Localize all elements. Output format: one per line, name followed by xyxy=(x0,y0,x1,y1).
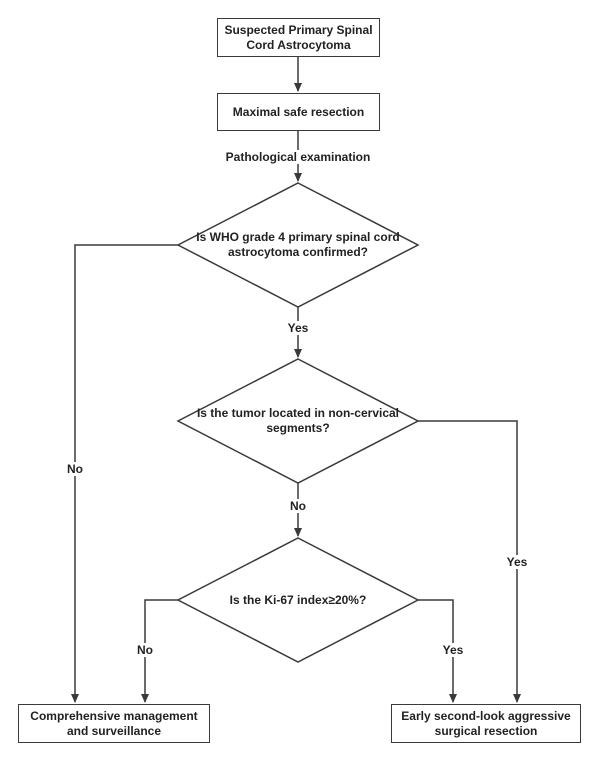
start-node-label: Suspected Primary Spinal Cord Astrocytom… xyxy=(224,22,373,52)
edge-label-d1-yes: Yes xyxy=(286,321,310,335)
diamond-d3-shape xyxy=(176,537,420,663)
arrow-d3-no xyxy=(141,599,178,703)
edge-label-pathology: Pathological examination xyxy=(224,150,372,164)
resection-node: Maximal safe resection xyxy=(217,93,380,131)
decision-who-grade-label: Is WHO grade 4 primary spinal cord astro… xyxy=(196,230,400,259)
decision-ki67-label: Is the Ki-67 index≥20%? xyxy=(229,592,367,607)
decision-non-cervical-label: Is the tumor located in non-cervical seg… xyxy=(196,406,400,435)
edge-label-d2-no: No xyxy=(289,499,307,513)
second-look-node: Early second-look aggressive surgical re… xyxy=(391,704,581,743)
arrow-d3-yes xyxy=(418,599,457,703)
management-node-label: Comprehensive management and surveillanc… xyxy=(30,708,198,738)
resection-node-label: Maximal safe resection xyxy=(232,104,365,119)
edge-label-d1-no: No xyxy=(66,462,84,476)
management-node: Comprehensive management and surveillanc… xyxy=(18,704,210,743)
arrow-d1-no xyxy=(71,244,178,703)
edge-label-d3-yes: Yes xyxy=(441,643,465,657)
second-look-node-label: Early second-look aggressive surgical re… xyxy=(401,708,571,738)
arrow-d2-yes xyxy=(418,420,521,703)
decision-who-grade: Is WHO grade 4 primary spinal cord astro… xyxy=(188,225,408,265)
decision-non-cervical: Is the tumor located in non-cervical seg… xyxy=(195,401,401,441)
edge-label-d3-no: No xyxy=(136,643,154,657)
edge-label-d2-yes: Yes xyxy=(505,555,529,569)
start-node: Suspected Primary Spinal Cord Astrocytom… xyxy=(217,18,380,57)
decision-ki67: Is the Ki-67 index≥20%? xyxy=(198,590,398,610)
